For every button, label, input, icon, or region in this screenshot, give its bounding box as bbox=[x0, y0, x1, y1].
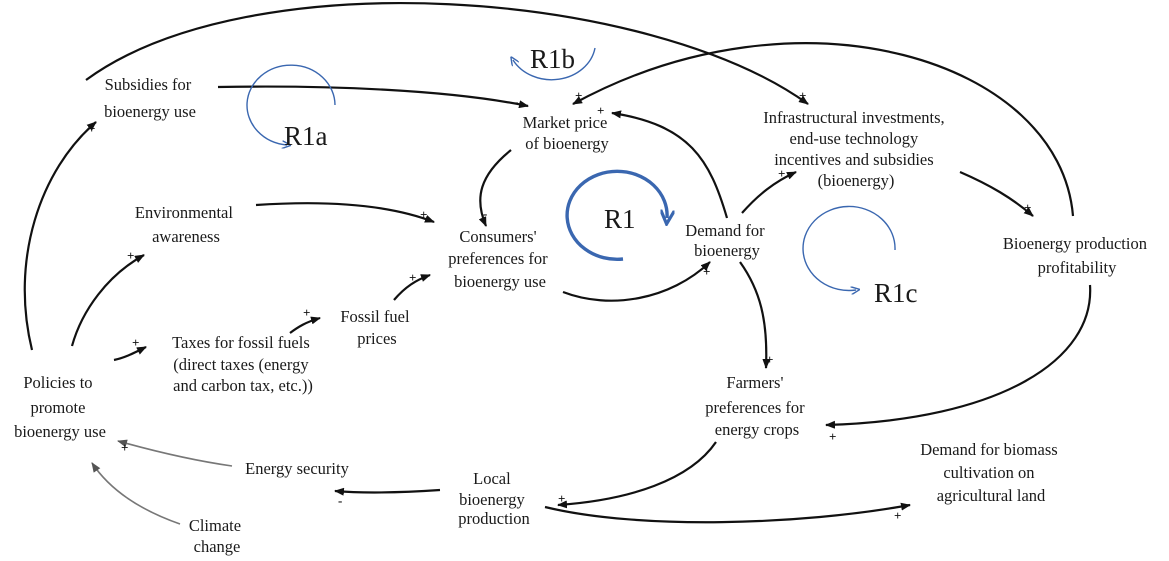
link-local-production-to-energy-security bbox=[334, 487, 441, 496]
nodes: Subsidies for bioenergy use Market price… bbox=[14, 75, 1151, 556]
node-environmental-awareness: Environmental awareness bbox=[135, 203, 237, 246]
loop-r1c-label: R1c bbox=[874, 278, 918, 308]
polarity-consumers-from-environmental: + bbox=[420, 207, 427, 222]
link-consumers-to-demand bbox=[562, 261, 711, 302]
causal-links bbox=[23, 2, 1092, 525]
link-policies-to-subsidies bbox=[23, 121, 97, 351]
loop-r1b-label: R1b bbox=[530, 44, 575, 74]
polarity-biomass-demand: + bbox=[894, 508, 901, 523]
link-fossil-prices-to-consumers bbox=[393, 273, 431, 301]
node-taxes: Taxes for fossil fuels (direct taxes (en… bbox=[172, 333, 314, 395]
link-demand-to-farmers bbox=[739, 261, 771, 369]
link-subsidies-to-market-price bbox=[217, 85, 529, 109]
node-fossil-fuel-prices: Fossil fuel prices bbox=[340, 307, 413, 348]
link-taxes-to-fossil-prices bbox=[289, 316, 321, 334]
link-profitability-to-market-price bbox=[572, 42, 1075, 217]
node-profitability: Bioenergy production profitability bbox=[1003, 234, 1151, 277]
link-local-production-to-biomass-demand bbox=[544, 502, 911, 524]
link-environmental-to-consumers bbox=[255, 202, 435, 224]
polarity-energy-security: - bbox=[338, 493, 342, 508]
loop-r1-arrow bbox=[565, 169, 667, 262]
link-farmers-to-local-production bbox=[557, 441, 717, 509]
node-energy-security: Energy security bbox=[245, 459, 349, 478]
link-policies-to-infrastructure bbox=[85, 2, 809, 105]
polarity-fossil-prices: + bbox=[303, 305, 310, 320]
polarity-profitability: + bbox=[1024, 200, 1031, 215]
loop-r1b-arrow bbox=[513, 47, 596, 81]
polarity-environmental: + bbox=[127, 248, 134, 263]
node-demand-for-bioenergy: Demand for bioenergy bbox=[685, 221, 768, 260]
polarity-signs: + - + + + + + + - + + + + + + + + - + + bbox=[88, 88, 1031, 523]
link-infrastructure-to-profitability bbox=[959, 170, 1034, 217]
node-biomass-demand: Demand for biomass cultivation on agricu… bbox=[920, 440, 1062, 505]
link-climate-to-policies bbox=[91, 462, 181, 525]
polarity-demand-from-consumers: + bbox=[703, 264, 710, 279]
polarity-farmers-from-profitability: + bbox=[829, 429, 836, 444]
polarity-policies-from-energy-security: + bbox=[121, 440, 128, 455]
polarity-farmers-from-demand: + bbox=[766, 352, 773, 367]
node-market-price: Market price of bioenergy bbox=[523, 113, 612, 153]
node-policies: Policies to promote bioenergy use bbox=[14, 373, 106, 441]
polarity-subsidies: + bbox=[88, 121, 95, 136]
link-policies-to-taxes bbox=[113, 346, 147, 362]
loop-markers: R1 R1a R1b R1c bbox=[246, 44, 918, 308]
loop-r1-label: R1 bbox=[604, 204, 636, 234]
loop-r1a-label: R1a bbox=[284, 121, 328, 151]
link-profitability-to-farmers bbox=[825, 284, 1092, 429]
link-demand-to-infrastructure bbox=[741, 170, 797, 214]
node-consumers-preferences: Consumers' preferences for bioenergy use bbox=[448, 227, 552, 291]
polarity-local-production: + bbox=[558, 491, 565, 506]
polarity-consumers-from-fossil-prices: + bbox=[409, 270, 416, 285]
node-infrastructure: Infrastructural investments, end-use tec… bbox=[763, 108, 949, 190]
node-local-bioenergy-production: Local bioenergy production bbox=[458, 469, 530, 528]
loop-r1a-arrow bbox=[246, 64, 336, 145]
polarity-consumers-from-market-price: - bbox=[483, 206, 487, 221]
loop-r1c-arrow bbox=[802, 205, 896, 290]
polarity-market-price-from-profitability: + bbox=[575, 88, 582, 103]
polarity-infrastructure-from-policies: + bbox=[799, 88, 806, 103]
link-policies-to-environmental bbox=[70, 254, 145, 347]
link-market-price-to-consumers bbox=[478, 149, 512, 227]
polarity-taxes: + bbox=[132, 335, 139, 350]
node-subsidies: Subsidies for bioenergy use bbox=[104, 75, 196, 121]
node-climate-change: Climate change bbox=[189, 516, 245, 556]
link-energy-security-to-policies bbox=[117, 439, 233, 467]
polarity-market-price-from-demand: + bbox=[597, 103, 604, 118]
link-demand-to-market-price bbox=[611, 110, 729, 219]
polarity-infrastructure-from-demand: + bbox=[778, 166, 785, 181]
node-farmers-preferences: Farmers' preferences for energy crops bbox=[705, 373, 809, 439]
polarity-market-price-from-subsidies: - bbox=[514, 94, 518, 109]
